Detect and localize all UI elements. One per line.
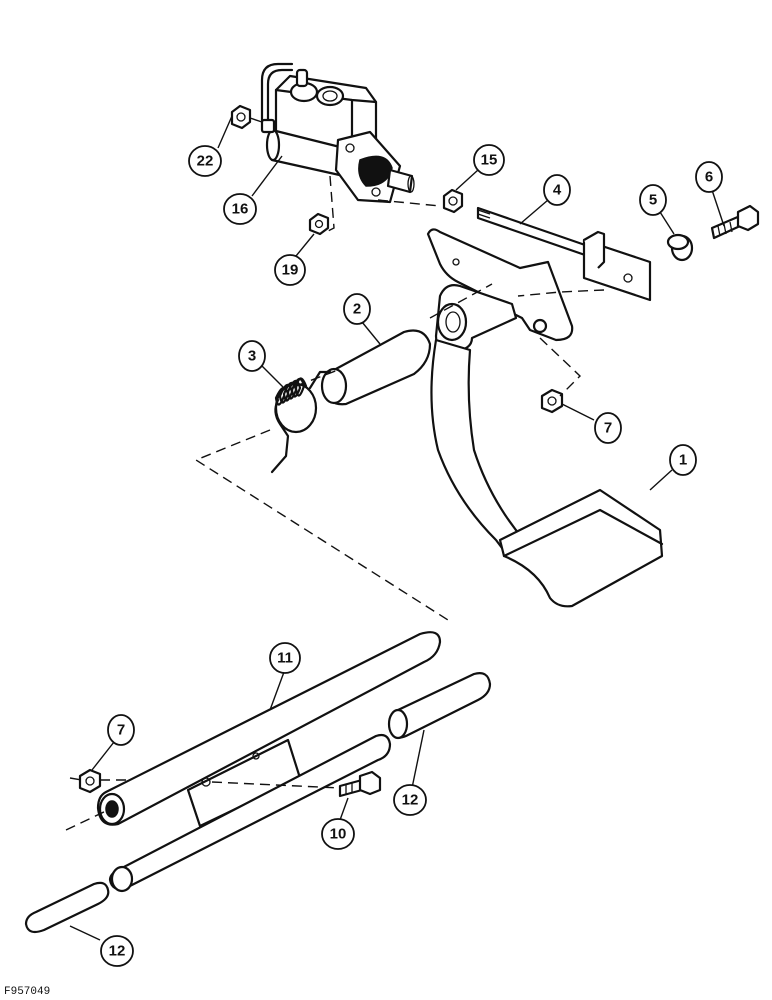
bolt-10 bbox=[338, 770, 382, 798]
bushing-12-left bbox=[24, 881, 110, 934]
brake-pedal-1 bbox=[426, 228, 664, 608]
callout-10-label: 10 bbox=[330, 826, 347, 843]
callout-11: 11 bbox=[269, 642, 301, 674]
callout-7-upper: 7 bbox=[594, 412, 622, 444]
callout-1: 1 bbox=[669, 444, 697, 476]
spring-3 bbox=[270, 370, 332, 474]
leader-lines bbox=[69, 115, 725, 941]
callout-12-right-label: 12 bbox=[402, 792, 419, 809]
callout-15: 15 bbox=[473, 144, 505, 176]
callout-12-right: 12 bbox=[393, 784, 427, 816]
nut-15 bbox=[442, 188, 464, 214]
nut-7-lower bbox=[78, 768, 102, 794]
callout-3-label: 3 bbox=[248, 348, 256, 365]
bushing-12-right bbox=[387, 672, 492, 740]
callout-1-label: 1 bbox=[679, 452, 687, 469]
lower-shaft bbox=[108, 733, 392, 893]
callout-16: 16 bbox=[223, 193, 257, 225]
nut-7-upper bbox=[540, 388, 564, 414]
nut-22 bbox=[230, 104, 263, 130]
bolt-6 bbox=[710, 204, 760, 240]
callout-7-lower-label: 7 bbox=[117, 722, 125, 739]
callout-2-label: 2 bbox=[353, 301, 361, 318]
callout-22: 22 bbox=[188, 145, 222, 177]
callout-19-label: 19 bbox=[282, 262, 299, 279]
callout-10: 10 bbox=[321, 818, 355, 850]
callout-22-label: 22 bbox=[197, 153, 214, 170]
callout-16-label: 16 bbox=[232, 201, 249, 218]
callout-12-left-label: 12 bbox=[109, 943, 126, 960]
callout-3: 3 bbox=[238, 340, 266, 372]
nut-19 bbox=[308, 212, 330, 236]
callout-7-upper-label: 7 bbox=[604, 420, 612, 437]
callout-6: 6 bbox=[695, 161, 723, 193]
callout-12-left: 12 bbox=[100, 935, 134, 967]
callout-7-lower: 7 bbox=[107, 714, 135, 746]
assembly-lines bbox=[65, 175, 605, 831]
callout-2: 2 bbox=[343, 293, 371, 325]
callout-19: 19 bbox=[274, 254, 306, 286]
callout-6-label: 6 bbox=[705, 169, 713, 186]
callout-11-label: 11 bbox=[277, 650, 293, 667]
callout-5: 5 bbox=[639, 184, 667, 216]
figure-id: F957049 bbox=[4, 986, 50, 998]
callout-15-label: 15 bbox=[481, 152, 498, 169]
master-cylinder bbox=[260, 62, 415, 204]
bushing-5 bbox=[666, 233, 694, 262]
callout-4: 4 bbox=[543, 174, 571, 206]
callout-4-label: 4 bbox=[553, 182, 562, 199]
callout-5-label: 5 bbox=[649, 192, 657, 209]
push-rod-4 bbox=[476, 206, 652, 302]
bushing-2 bbox=[320, 329, 432, 406]
